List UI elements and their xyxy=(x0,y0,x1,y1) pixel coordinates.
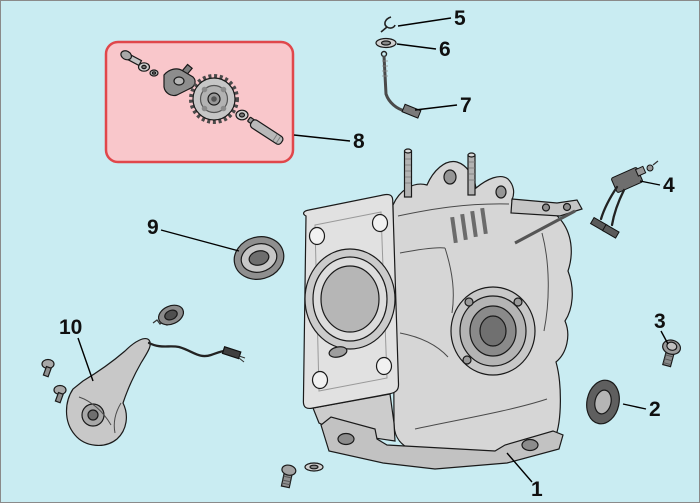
leader-line-2 xyxy=(622,403,647,410)
leader-line-5 xyxy=(397,17,452,27)
leader-line-10 xyxy=(77,337,94,382)
part-2-oil-seal xyxy=(586,379,620,425)
part-7-rod xyxy=(380,50,422,119)
callout-5[interactable]: 5 xyxy=(454,7,466,30)
part-6-washer xyxy=(375,37,397,49)
leader-line-7 xyxy=(414,104,458,111)
callout-10[interactable]: 10 xyxy=(59,316,82,339)
part-5-clip xyxy=(380,16,396,33)
leader-line-1 xyxy=(506,452,533,483)
callout-3[interactable]: 3 xyxy=(654,310,666,333)
callouts: 1 2 3 4 5 6 7 8 9 10 xyxy=(59,7,675,501)
callout-1[interactable]: 1 xyxy=(531,478,543,501)
callout-7[interactable]: 7 xyxy=(460,94,472,117)
callout-9[interactable]: 9 xyxy=(147,216,159,239)
leader-line-8 xyxy=(293,134,351,142)
part-8-camshaft-assembly xyxy=(120,50,284,145)
leader-lines xyxy=(77,17,669,483)
leader-line-4 xyxy=(639,180,661,186)
part-3-bolt xyxy=(662,339,682,368)
part-1-crankcase xyxy=(302,148,583,470)
leader-line-9 xyxy=(160,229,240,252)
callout-4[interactable]: 4 xyxy=(663,174,675,197)
leader-line-3 xyxy=(660,330,669,345)
callout-2[interactable]: 2 xyxy=(649,398,661,421)
part-10-coil xyxy=(41,304,246,446)
hardware-bolt-and-washer xyxy=(280,462,324,489)
callout-8[interactable]: 8 xyxy=(353,130,365,153)
part-9-oil-seal xyxy=(233,236,285,280)
leader-line-6 xyxy=(396,43,437,50)
callout-6[interactable]: 6 xyxy=(439,38,451,61)
part-4-switch xyxy=(589,160,659,239)
